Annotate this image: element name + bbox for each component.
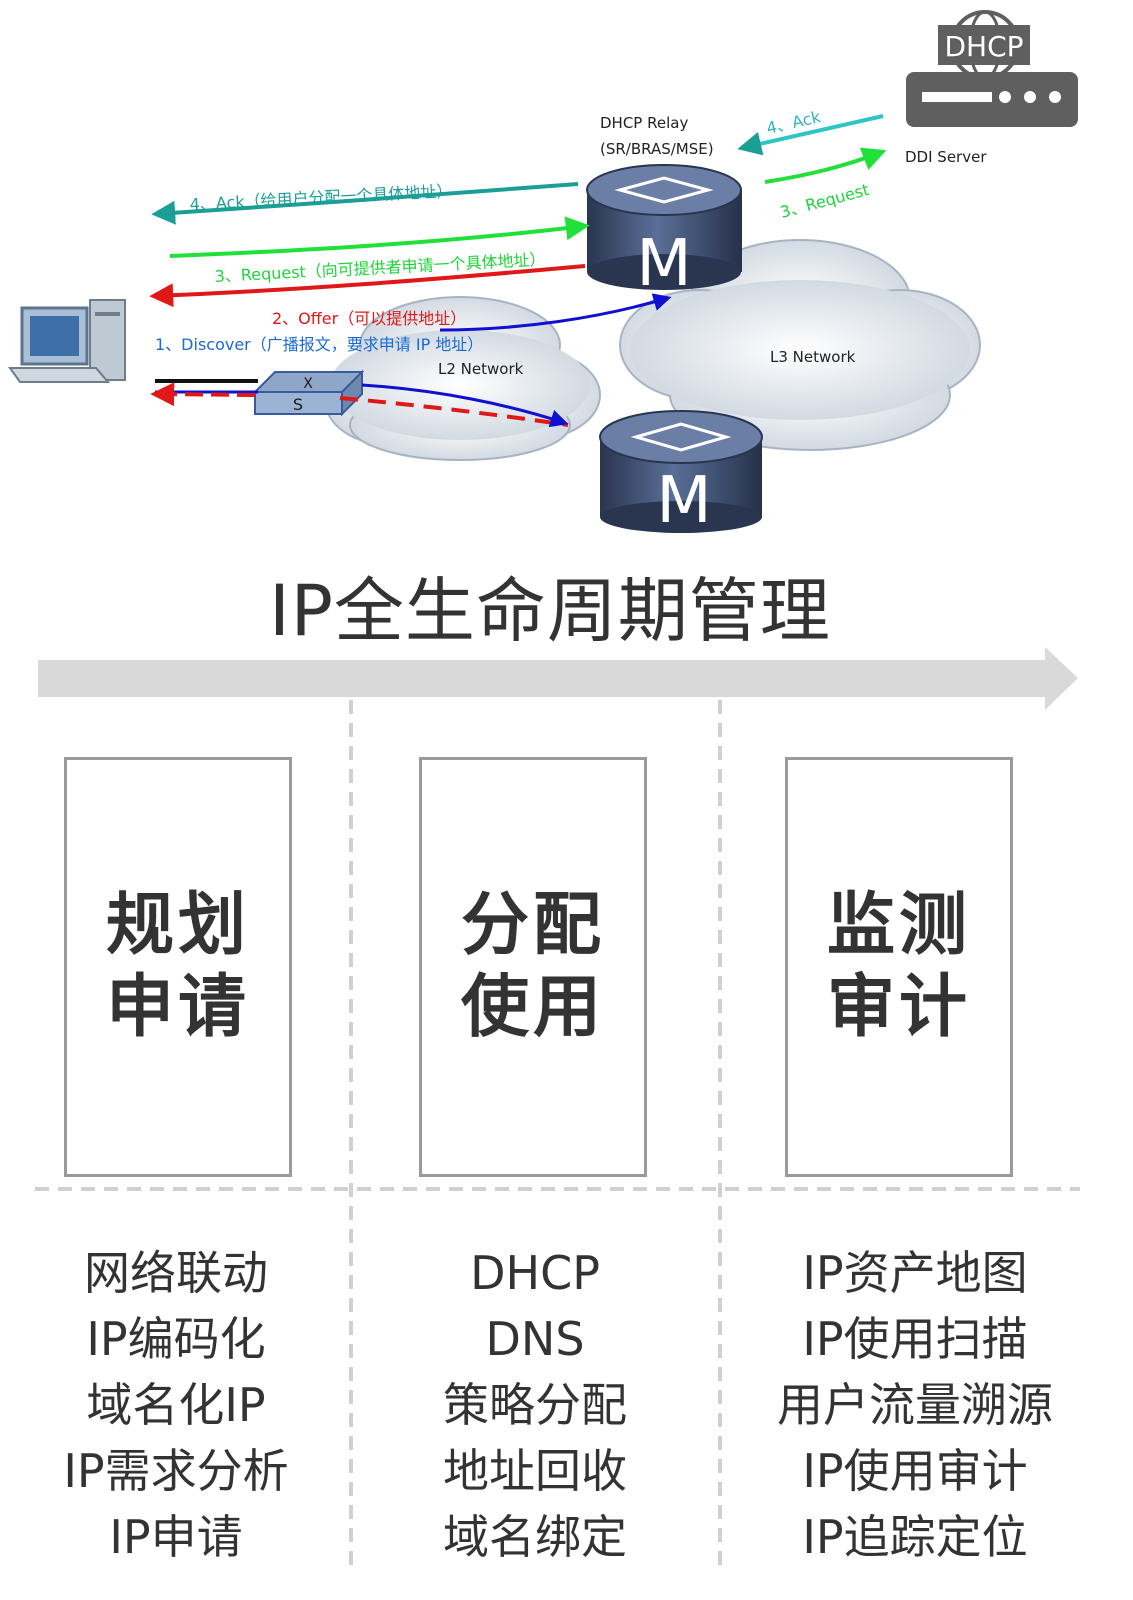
list-item: IP申请: [109, 1510, 243, 1564]
stage-title-line2: 审计: [826, 968, 971, 1047]
ddi-server-label: DDI Server: [905, 148, 987, 166]
list-item: 域名化IP: [86, 1378, 266, 1432]
stage-monitor-audit: 监测 审计: [785, 757, 1013, 1177]
dhcp-server-icon: DHCP: [906, 10, 1078, 127]
l2-network-label: L2 Network: [438, 360, 524, 378]
dhcp-logo-text: DHCP: [944, 30, 1023, 63]
request-user-label: 3、Request（向可提供者申请一个具体地址）: [214, 250, 546, 286]
stage-title-line1: 规划: [105, 886, 250, 965]
list-item: IP资产地图: [802, 1246, 1028, 1300]
request-to-server-arrow: [764, 147, 887, 184]
pc-icon: [8, 299, 126, 383]
list-item: 域名绑定: [443, 1510, 627, 1564]
offer-to-user-arrow: [149, 264, 586, 308]
switch-letter-bottom: S: [293, 395, 303, 414]
list-item: IP追踪定位: [802, 1510, 1028, 1564]
stage-items-plan-apply: 网络联动 IP编码化 域名化IP IP需求分析 IP申请: [11, 1240, 341, 1570]
discover-to-relay-arrow: [439, 293, 672, 332]
l2-network-cloud: [324, 296, 601, 461]
offer-dashed-line: [339, 396, 569, 427]
stage-items-monitor-audit: IP资产地图 IP使用扫描 用户流量溯源 IP使用审计 IP追踪定位: [750, 1240, 1080, 1570]
router-letter: M: [656, 464, 711, 538]
ack-user-label: 4、Ack（给用户分配一个具体地址）: [189, 181, 453, 214]
access-router-icon: M: [599, 410, 763, 538]
list-item: IP需求分析: [63, 1444, 289, 1498]
ack-to-user-arrow: [151, 182, 579, 225]
list-item: IP编码化: [86, 1312, 266, 1366]
list-item: IP使用审计: [802, 1444, 1028, 1498]
list-item: DHCP: [470, 1246, 600, 1300]
stage-allocate-use: 分配 使用: [419, 757, 647, 1177]
list-item: 网络联动: [84, 1246, 268, 1300]
ack-from-server-arrow: [737, 114, 884, 156]
router-letter: M: [636, 227, 691, 301]
switch-letter-top: X: [303, 376, 313, 392]
dhcp-process-diagram: DHCP DDI Server DHCP Relay (SR/BRAS/MSE)…: [8, 10, 1078, 538]
stage-title-line1: 监测: [826, 886, 971, 965]
stage-plan-apply: 规划 申请: [64, 757, 292, 1177]
dhcp-relay-sublabel: (SR/BRAS/MSE): [600, 140, 714, 158]
arrow-band: [38, 647, 1078, 710]
request-to-relay-arrow: [169, 216, 590, 258]
stage-items-allocate-use: DHCP DNS 策略分配 地址回收 域名绑定: [370, 1240, 700, 1570]
discover-to-router-arrow: [361, 383, 569, 428]
stage-title-line1: 分配: [460, 886, 605, 965]
stage-title-line2: 使用: [460, 968, 605, 1047]
page-title: IP全生命周期管理: [269, 570, 831, 652]
discover-label: 1、Discover（广播报文，要求申请 IP 地址）: [155, 335, 483, 354]
request-server-label: 3、Request: [778, 180, 871, 222]
switch-icon: X S: [252, 369, 365, 417]
list-item: IP使用扫描: [802, 1312, 1028, 1366]
relay-router-icon: M: [586, 164, 742, 301]
list-item: 策略分配: [443, 1378, 627, 1432]
list-item: 用户流量溯源: [777, 1378, 1053, 1432]
stage-title-line2: 申请: [105, 968, 250, 1047]
dhcp-relay-label: DHCP Relay: [600, 114, 688, 132]
l3-network-label: L3 Network: [770, 348, 856, 366]
offer-return-line: [150, 382, 256, 407]
list-item: DNS: [485, 1312, 585, 1366]
list-item: 地址回收: [443, 1444, 627, 1498]
offer-label: 2、Offer（可以提供地址）: [272, 309, 466, 328]
